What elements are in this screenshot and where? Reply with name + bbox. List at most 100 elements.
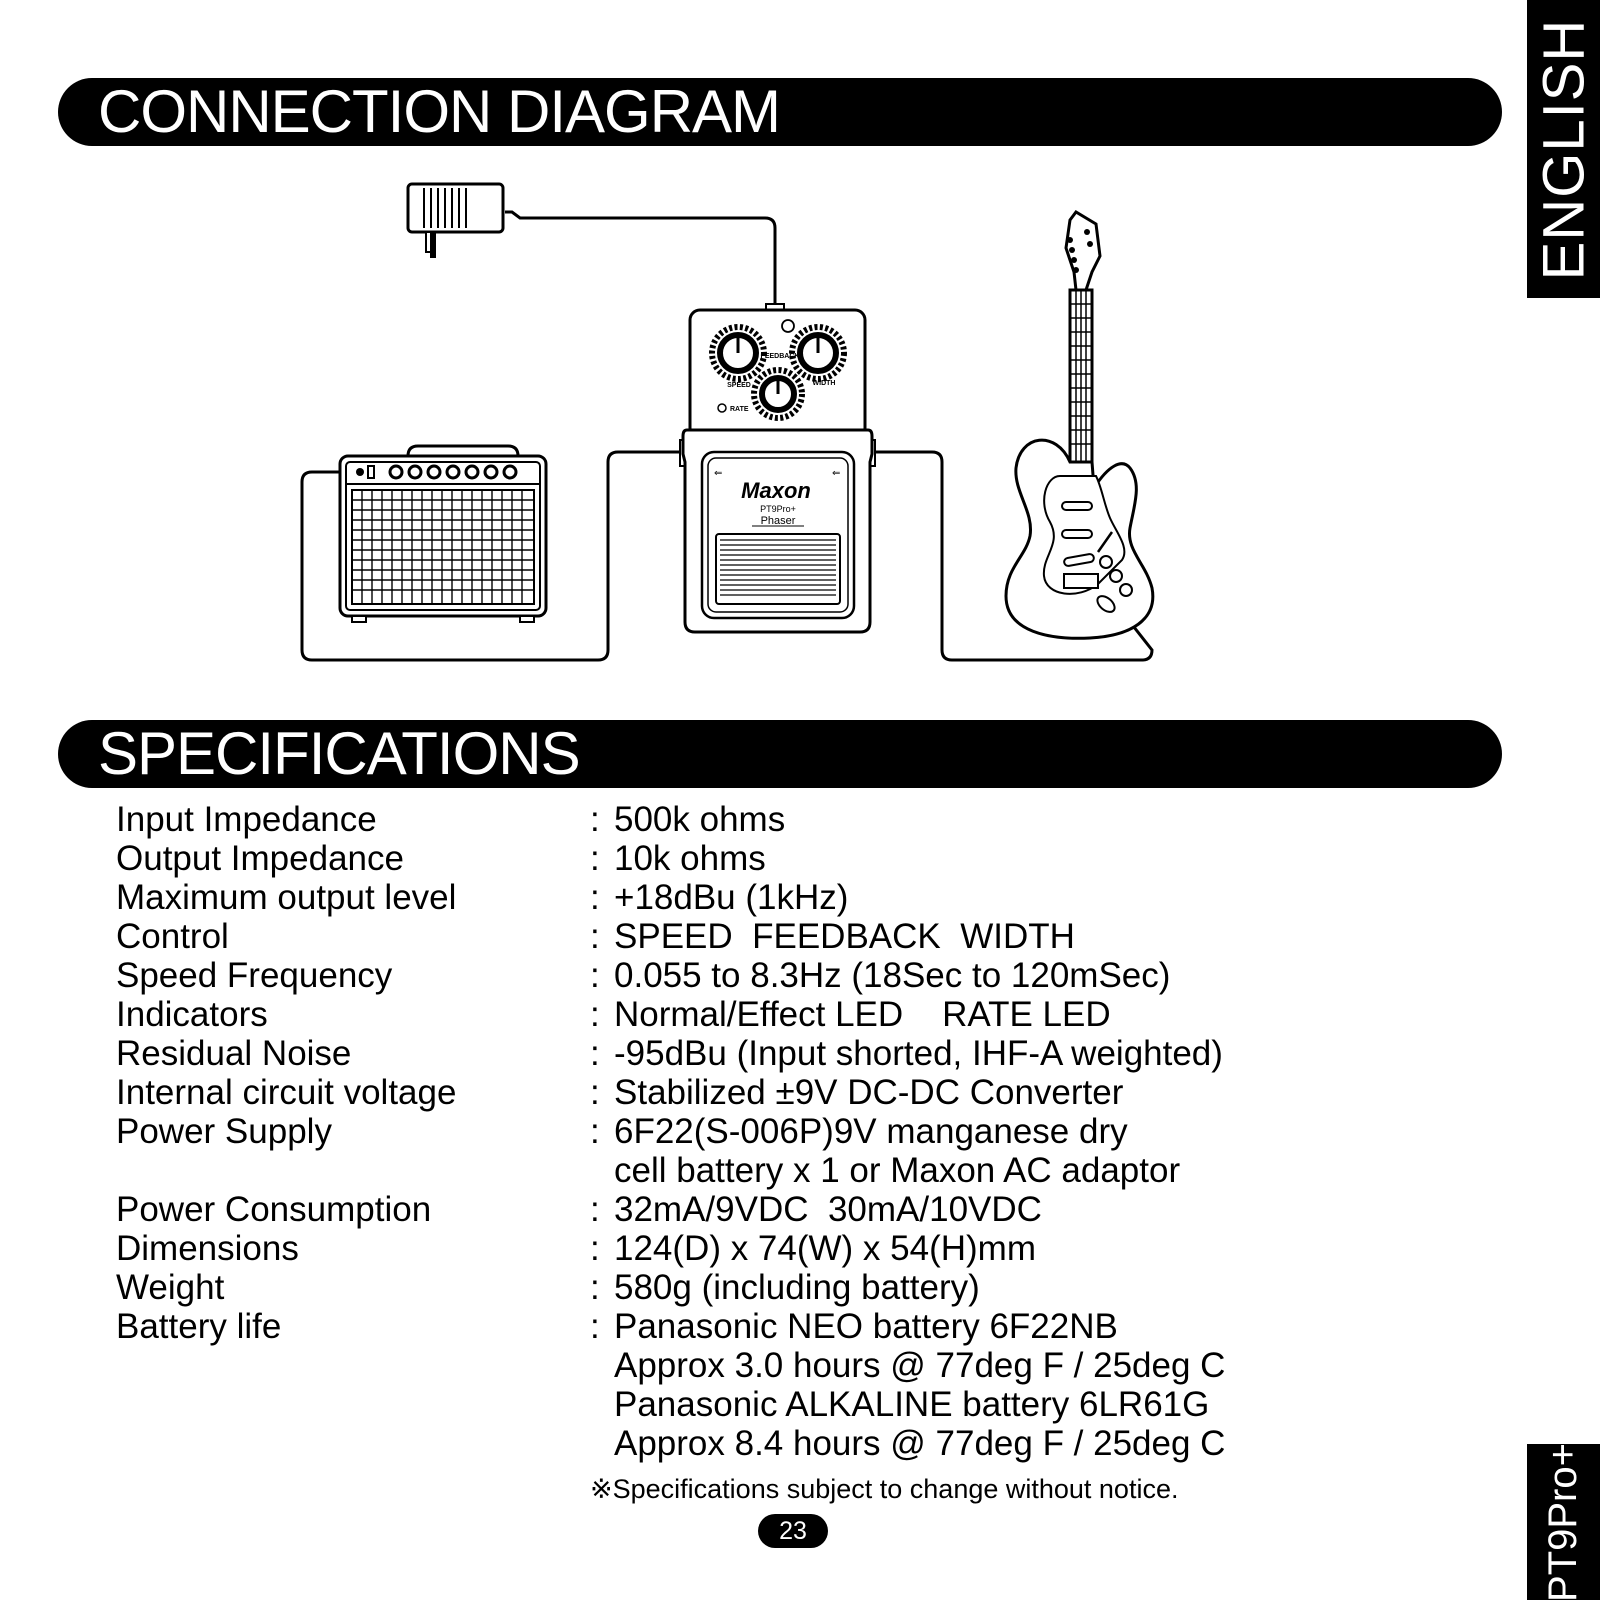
connection-diagram-title: CONNECTION DIAGRAM xyxy=(98,78,781,145)
speed-label: SPEED xyxy=(727,382,751,389)
rate-label: RATE xyxy=(730,406,749,413)
spec-separator: : xyxy=(590,995,600,1034)
spec-row: Residual Noise: -95dBu (Input shorted, IH… xyxy=(116,1034,1416,1073)
spec-values: Stabilized ±9V DC-DC Converter xyxy=(614,1073,1123,1112)
effect-led-icon xyxy=(781,319,795,333)
spec-row: Output Impedance:10k ohms xyxy=(116,839,1416,878)
spec-separator: : xyxy=(590,1307,600,1346)
spec-separator: : xyxy=(590,878,600,917)
amplifier-icon xyxy=(338,444,548,623)
spec-value: +18dBu (1kHz) xyxy=(614,878,849,917)
input-cable xyxy=(870,450,1154,662)
spec-separator: : xyxy=(590,1268,600,1307)
spec-separator: : xyxy=(590,1073,600,1112)
specifications-note: ※Specifications subject to change withou… xyxy=(590,1474,1179,1504)
spec-label: Power Consumption xyxy=(116,1190,432,1229)
spec-value: Normal/Effect LED RATE LED xyxy=(614,995,1111,1034)
language-tab-label: ENGLISH xyxy=(1531,18,1597,280)
pedal-brand: Maxon xyxy=(741,478,811,503)
spec-label: Maximum output level xyxy=(116,878,457,917)
svg-text:⇐: ⇐ xyxy=(832,468,840,479)
feedback-label: FEEDBACK xyxy=(761,353,800,360)
spec-row: Indicators: Normal/Effect LED RATE LED xyxy=(116,995,1416,1034)
rate-led-icon xyxy=(717,403,727,413)
spec-row: Maximum output level: +18dBu (1kHz) xyxy=(116,878,1416,917)
spec-values: 580g (including battery) xyxy=(614,1268,980,1307)
spec-values: -95dBu (Input shorted, IHF-A weighted) xyxy=(614,1034,1223,1073)
spec-row: Power Supply:6F22(S-006P)9V manganese dr… xyxy=(116,1112,1416,1190)
spec-label: Input Impedance xyxy=(116,800,377,839)
spec-values: 0.055 to 8.3Hz (18Sec to 120mSec) xyxy=(614,956,1170,995)
spec-value: -95dBu (Input shorted, IHF-A weighted) xyxy=(614,1034,1223,1073)
spec-row: Power Consumption:32mA/9VDC 30mA/10VDC xyxy=(116,1190,1416,1229)
spec-value: Approx 8.4 hours @ 77deg F / 25deg C xyxy=(614,1424,1226,1463)
spec-row: Control: SPEED FEEDBACK WIDTH xyxy=(116,917,1416,956)
phaser-pedal-icon: ⇐ ⇐ SPEED WIDTH FEEDBACK RATE Maxon PT9P… xyxy=(679,303,876,634)
spec-label: Weight xyxy=(116,1268,225,1307)
spec-values: +18dBu (1kHz) xyxy=(614,878,848,917)
width-label: WIDTH xyxy=(813,380,836,387)
spec-label: Power Supply xyxy=(116,1112,332,1151)
spec-value: cell battery x 1 or Maxon AC adaptor xyxy=(614,1151,1181,1190)
connection-diagram-heading: CONNECTION DIAGRAM xyxy=(58,78,1502,146)
power-cable xyxy=(505,210,777,304)
spec-separator: : xyxy=(590,1190,600,1229)
cables xyxy=(300,210,1154,662)
ac-adaptor-icon xyxy=(406,182,505,258)
spec-label: Residual Noise xyxy=(116,1034,352,1073)
spec-separator: : xyxy=(590,800,600,839)
electric-guitar-icon xyxy=(1004,210,1155,640)
spec-values: 500k ohms xyxy=(614,800,785,839)
pedal-name: Phaser xyxy=(761,515,796,527)
spec-label: Control xyxy=(116,917,229,956)
spec-row: Internal circuit voltage: Stabilized ±9V … xyxy=(116,1073,1416,1112)
spec-values: 10k ohms xyxy=(614,839,766,878)
model-tab-label: PT9Pro+ xyxy=(1541,1442,1585,1601)
connection-diagram: ⇐ ⇐ SPEED WIDTH FEEDBACK RATE Maxon PT9P… xyxy=(300,182,1155,662)
spec-value: 580g (including battery) xyxy=(614,1268,980,1307)
language-tab: ENGLISH xyxy=(1527,0,1600,298)
spec-value: 32mA/9VDC 30mA/10VDC xyxy=(614,1190,1042,1229)
speed-knob xyxy=(709,324,767,382)
spec-value: Panasonic NEO battery 6F22NB xyxy=(614,1307,1118,1346)
spec-label: Indicators xyxy=(116,995,268,1034)
spec-label: Speed Frequency xyxy=(116,956,393,995)
spec-separator: : xyxy=(590,917,600,956)
spec-label: Battery life xyxy=(116,1307,282,1346)
output-cable xyxy=(300,450,685,662)
spec-row: Input Impedance:500k ohms xyxy=(116,800,1416,839)
spec-separator: : xyxy=(590,1034,600,1073)
spec-separator: : xyxy=(590,1229,600,1268)
spec-value: 6F22(S-006P)9V manganese dry xyxy=(614,1112,1128,1151)
spec-row: Speed Frequency:0.055 to 8.3Hz (18Sec to… xyxy=(116,956,1416,995)
svg-text:⇐: ⇐ xyxy=(714,468,722,479)
spec-label: Dimensions xyxy=(116,1229,299,1268)
spec-row: Dimensions:124(D) x 74(W) x 54(H)mm xyxy=(116,1229,1416,1268)
spec-row: Battery life: Panasonic NEO battery 6F22N… xyxy=(116,1307,1416,1463)
pedal-model: PT9Pro+ xyxy=(760,504,796,514)
spec-value: SPEED FEEDBACK WIDTH xyxy=(614,917,1075,956)
spec-value: 500k ohms xyxy=(614,800,786,839)
spec-row: Weight:580g (including battery) xyxy=(116,1268,1416,1307)
spec-value: 10k ohms xyxy=(614,839,766,878)
spec-value: Approx 3.0 hours @ 77deg F / 25deg C xyxy=(614,1346,1226,1385)
spec-values: SPEED FEEDBACK WIDTH xyxy=(614,917,1075,956)
spec-separator: : xyxy=(590,1112,600,1151)
model-tab: PT9Pro+ xyxy=(1527,1442,1600,1601)
spec-value: 0.055 to 8.3Hz (18Sec to 120mSec) xyxy=(614,956,1171,995)
specifications-title: SPECIFICATIONS xyxy=(98,720,581,787)
page-number: 23 xyxy=(758,1514,828,1548)
spec-values: 124(D) x 74(W) x 54(H)mm xyxy=(614,1229,1036,1268)
specifications-heading: SPECIFICATIONS xyxy=(58,720,1502,788)
spec-label: Internal circuit voltage xyxy=(116,1073,457,1112)
spec-values: Normal/Effect LED RATE LED xyxy=(614,995,1111,1034)
spec-separator: : xyxy=(590,839,600,878)
spec-value: Panasonic ALKALINE battery 6LR61G xyxy=(614,1385,1210,1424)
spec-value: 124(D) x 74(W) x 54(H)mm xyxy=(614,1229,1036,1268)
width-knob xyxy=(789,324,847,382)
feedback-knob xyxy=(751,367,805,421)
spec-label: Output Impedance xyxy=(116,839,404,878)
